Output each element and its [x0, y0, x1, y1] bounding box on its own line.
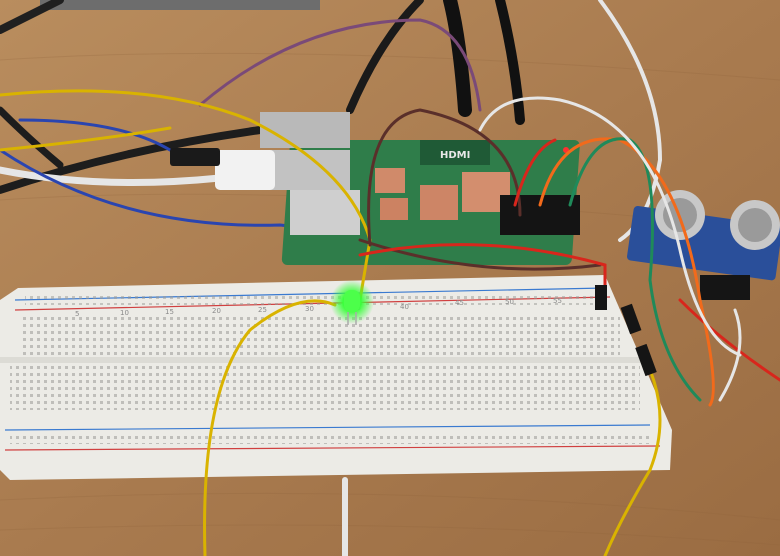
heatsink-2 — [420, 185, 458, 220]
svg-text:50: 50 — [505, 298, 514, 306]
wire-orange — [538, 137, 715, 407]
laptop-edge — [40, 0, 320, 10]
raspberry-pi-board: HDMI — [170, 112, 580, 265]
wire-green — [568, 137, 702, 402]
svg-text:10: 10 — [120, 309, 129, 317]
hdmi-area — [420, 140, 490, 165]
ultrasonic-sensor — [627, 190, 780, 300]
breadboard: 5 10 15 20 25 30 35 40 45 50 55 — [0, 275, 672, 480]
svg-text:55: 55 — [553, 297, 562, 305]
wire-white — [478, 96, 742, 357]
green-led — [330, 280, 374, 325]
svg-text:5: 5 — [75, 310, 79, 318]
wire-yellow-top — [0, 89, 372, 302]
wire-red — [358, 243, 607, 292]
wire-yellow-right — [603, 368, 662, 556]
heatsink-4 — [380, 198, 408, 220]
usb-plug-black — [170, 148, 220, 166]
svg-text:40: 40 — [400, 303, 409, 311]
jumper-wires — [0, 89, 780, 556]
svg-text:25: 25 — [258, 306, 267, 314]
board-print-text: HDMI — [440, 150, 470, 161]
usb-plug-white — [215, 150, 275, 190]
wire-yellow-led — [203, 299, 337, 556]
svg-text:15: 15 — [165, 308, 174, 316]
svg-text:30: 30 — [305, 305, 314, 313]
cables-back — [0, 0, 663, 242]
wire-brown — [367, 108, 522, 247]
usb-port-top — [260, 112, 350, 148]
svg-text:20: 20 — [212, 307, 221, 315]
heatsink-1 — [375, 168, 405, 193]
sensor-header — [700, 275, 750, 300]
svg-text:45: 45 — [455, 299, 464, 307]
